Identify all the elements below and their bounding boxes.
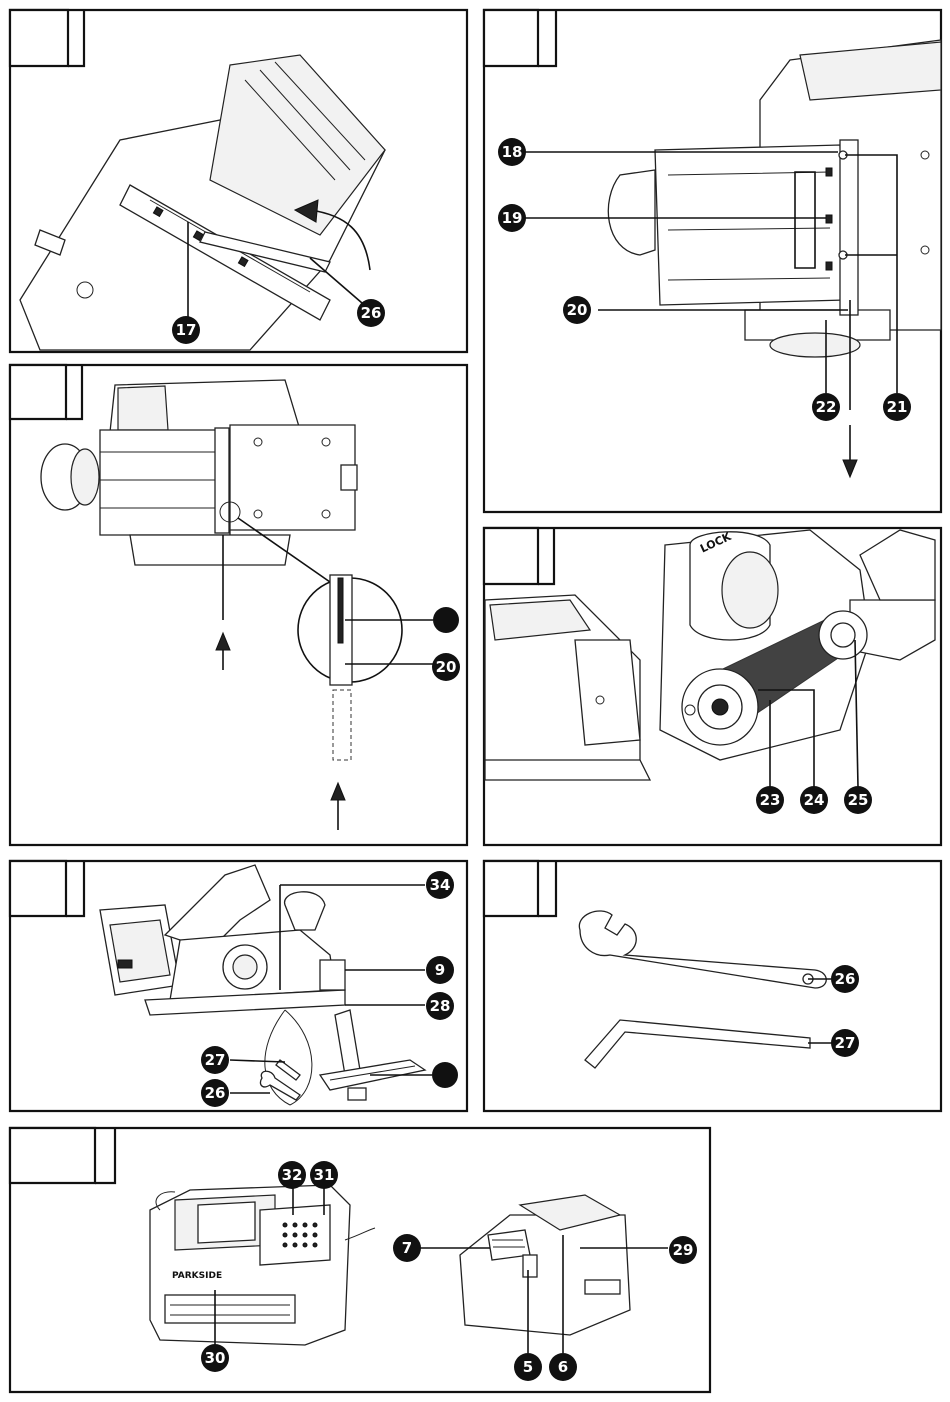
callout-21: 21 — [883, 393, 911, 421]
belt-drive-view: LOCK — [485, 530, 935, 780]
svg-text:19: 19 — [502, 209, 523, 227]
battery-charger: PARKSIDE — [150, 1185, 375, 1345]
svg-text:25: 25 — [848, 791, 869, 809]
callout-20: 20 — [563, 296, 591, 324]
svg-text:21: 21 — [887, 398, 908, 416]
callout-22: 22 — [812, 393, 840, 421]
callout-26: 26 — [831, 965, 859, 993]
panel-f: 26 27 — [484, 861, 941, 1111]
up-arrow-icon — [216, 633, 230, 650]
callout-34: 34 — [426, 871, 454, 899]
callout-27: 27 — [831, 1029, 859, 1057]
callout-32: 32 — [278, 1161, 306, 1189]
svg-text:24: 24 — [804, 791, 825, 809]
planer-side-view — [100, 865, 345, 1015]
svg-text:30: 30 — [205, 1349, 226, 1367]
callout-blank-e — [432, 1062, 458, 1088]
planer-body-tilted — [20, 55, 385, 350]
svg-text:5: 5 — [523, 1358, 533, 1376]
panel-g: PARKSIDE 32 31 — [10, 1128, 710, 1392]
battery-pack — [460, 1195, 630, 1335]
panel-d: LOCK 23 24 25 — [484, 528, 941, 845]
callout-7: 7 — [393, 1234, 421, 1262]
svg-text:6: 6 — [558, 1358, 568, 1376]
svg-text:31: 31 — [314, 1166, 335, 1184]
up-arrow-icon — [331, 783, 345, 800]
svg-text:29: 29 — [673, 1241, 694, 1259]
callout-17: 17 — [172, 316, 200, 344]
svg-text:18: 18 — [502, 143, 523, 161]
callout-9: 9 — [426, 956, 454, 984]
callout-30: 30 — [201, 1344, 229, 1372]
callout-26: 26 — [201, 1079, 229, 1107]
svg-text:26: 26 — [205, 1084, 226, 1102]
panel-e: 34 9 28 27 26 — [10, 861, 467, 1111]
brand-label: PARKSIDE — [172, 1271, 222, 1281]
callout-23: 23 — [756, 786, 784, 814]
hex-key — [585, 1020, 810, 1068]
callout-6: 6 — [549, 1353, 577, 1381]
fence-accessory — [320, 1010, 425, 1100]
callout-29: 29 — [669, 1236, 697, 1264]
callout-31: 31 — [310, 1161, 338, 1189]
callout-24: 24 — [800, 786, 828, 814]
panel-b: 18 19 20 21 22 — [484, 10, 941, 512]
panel-a: 17 26 — [10, 10, 467, 352]
svg-text:23: 23 — [760, 791, 781, 809]
callout-26: 26 — [357, 299, 385, 327]
planer-top-view — [41, 380, 357, 565]
panel-c: 20 — [10, 365, 467, 845]
svg-text:7: 7 — [402, 1239, 412, 1257]
svg-text:32: 32 — [282, 1166, 303, 1184]
svg-text:22: 22 — [816, 398, 837, 416]
svg-text:34: 34 — [430, 876, 451, 894]
callout-25: 25 — [844, 786, 872, 814]
svg-text:20: 20 — [567, 301, 588, 319]
blade-outline — [333, 690, 351, 760]
down-arrow-icon — [843, 460, 857, 477]
svg-text:26: 26 — [835, 970, 856, 988]
svg-text:17: 17 — [176, 321, 197, 339]
svg-text:27: 27 — [835, 1034, 856, 1052]
svg-text:27: 27 — [205, 1051, 226, 1069]
svg-text:20: 20 — [436, 658, 457, 676]
svg-text:26: 26 — [361, 304, 382, 322]
callout-19: 19 — [498, 204, 526, 232]
callout-28: 28 — [426, 992, 454, 1020]
open-end-wrench — [579, 911, 826, 988]
callout-5: 5 — [514, 1353, 542, 1381]
callout-blank-c — [433, 607, 459, 633]
callout-20: 20 — [432, 653, 460, 681]
svg-text:28: 28 — [430, 997, 451, 1015]
svg-text:9: 9 — [435, 961, 445, 979]
callout-18: 18 — [498, 138, 526, 166]
callout-27: 27 — [201, 1046, 229, 1074]
